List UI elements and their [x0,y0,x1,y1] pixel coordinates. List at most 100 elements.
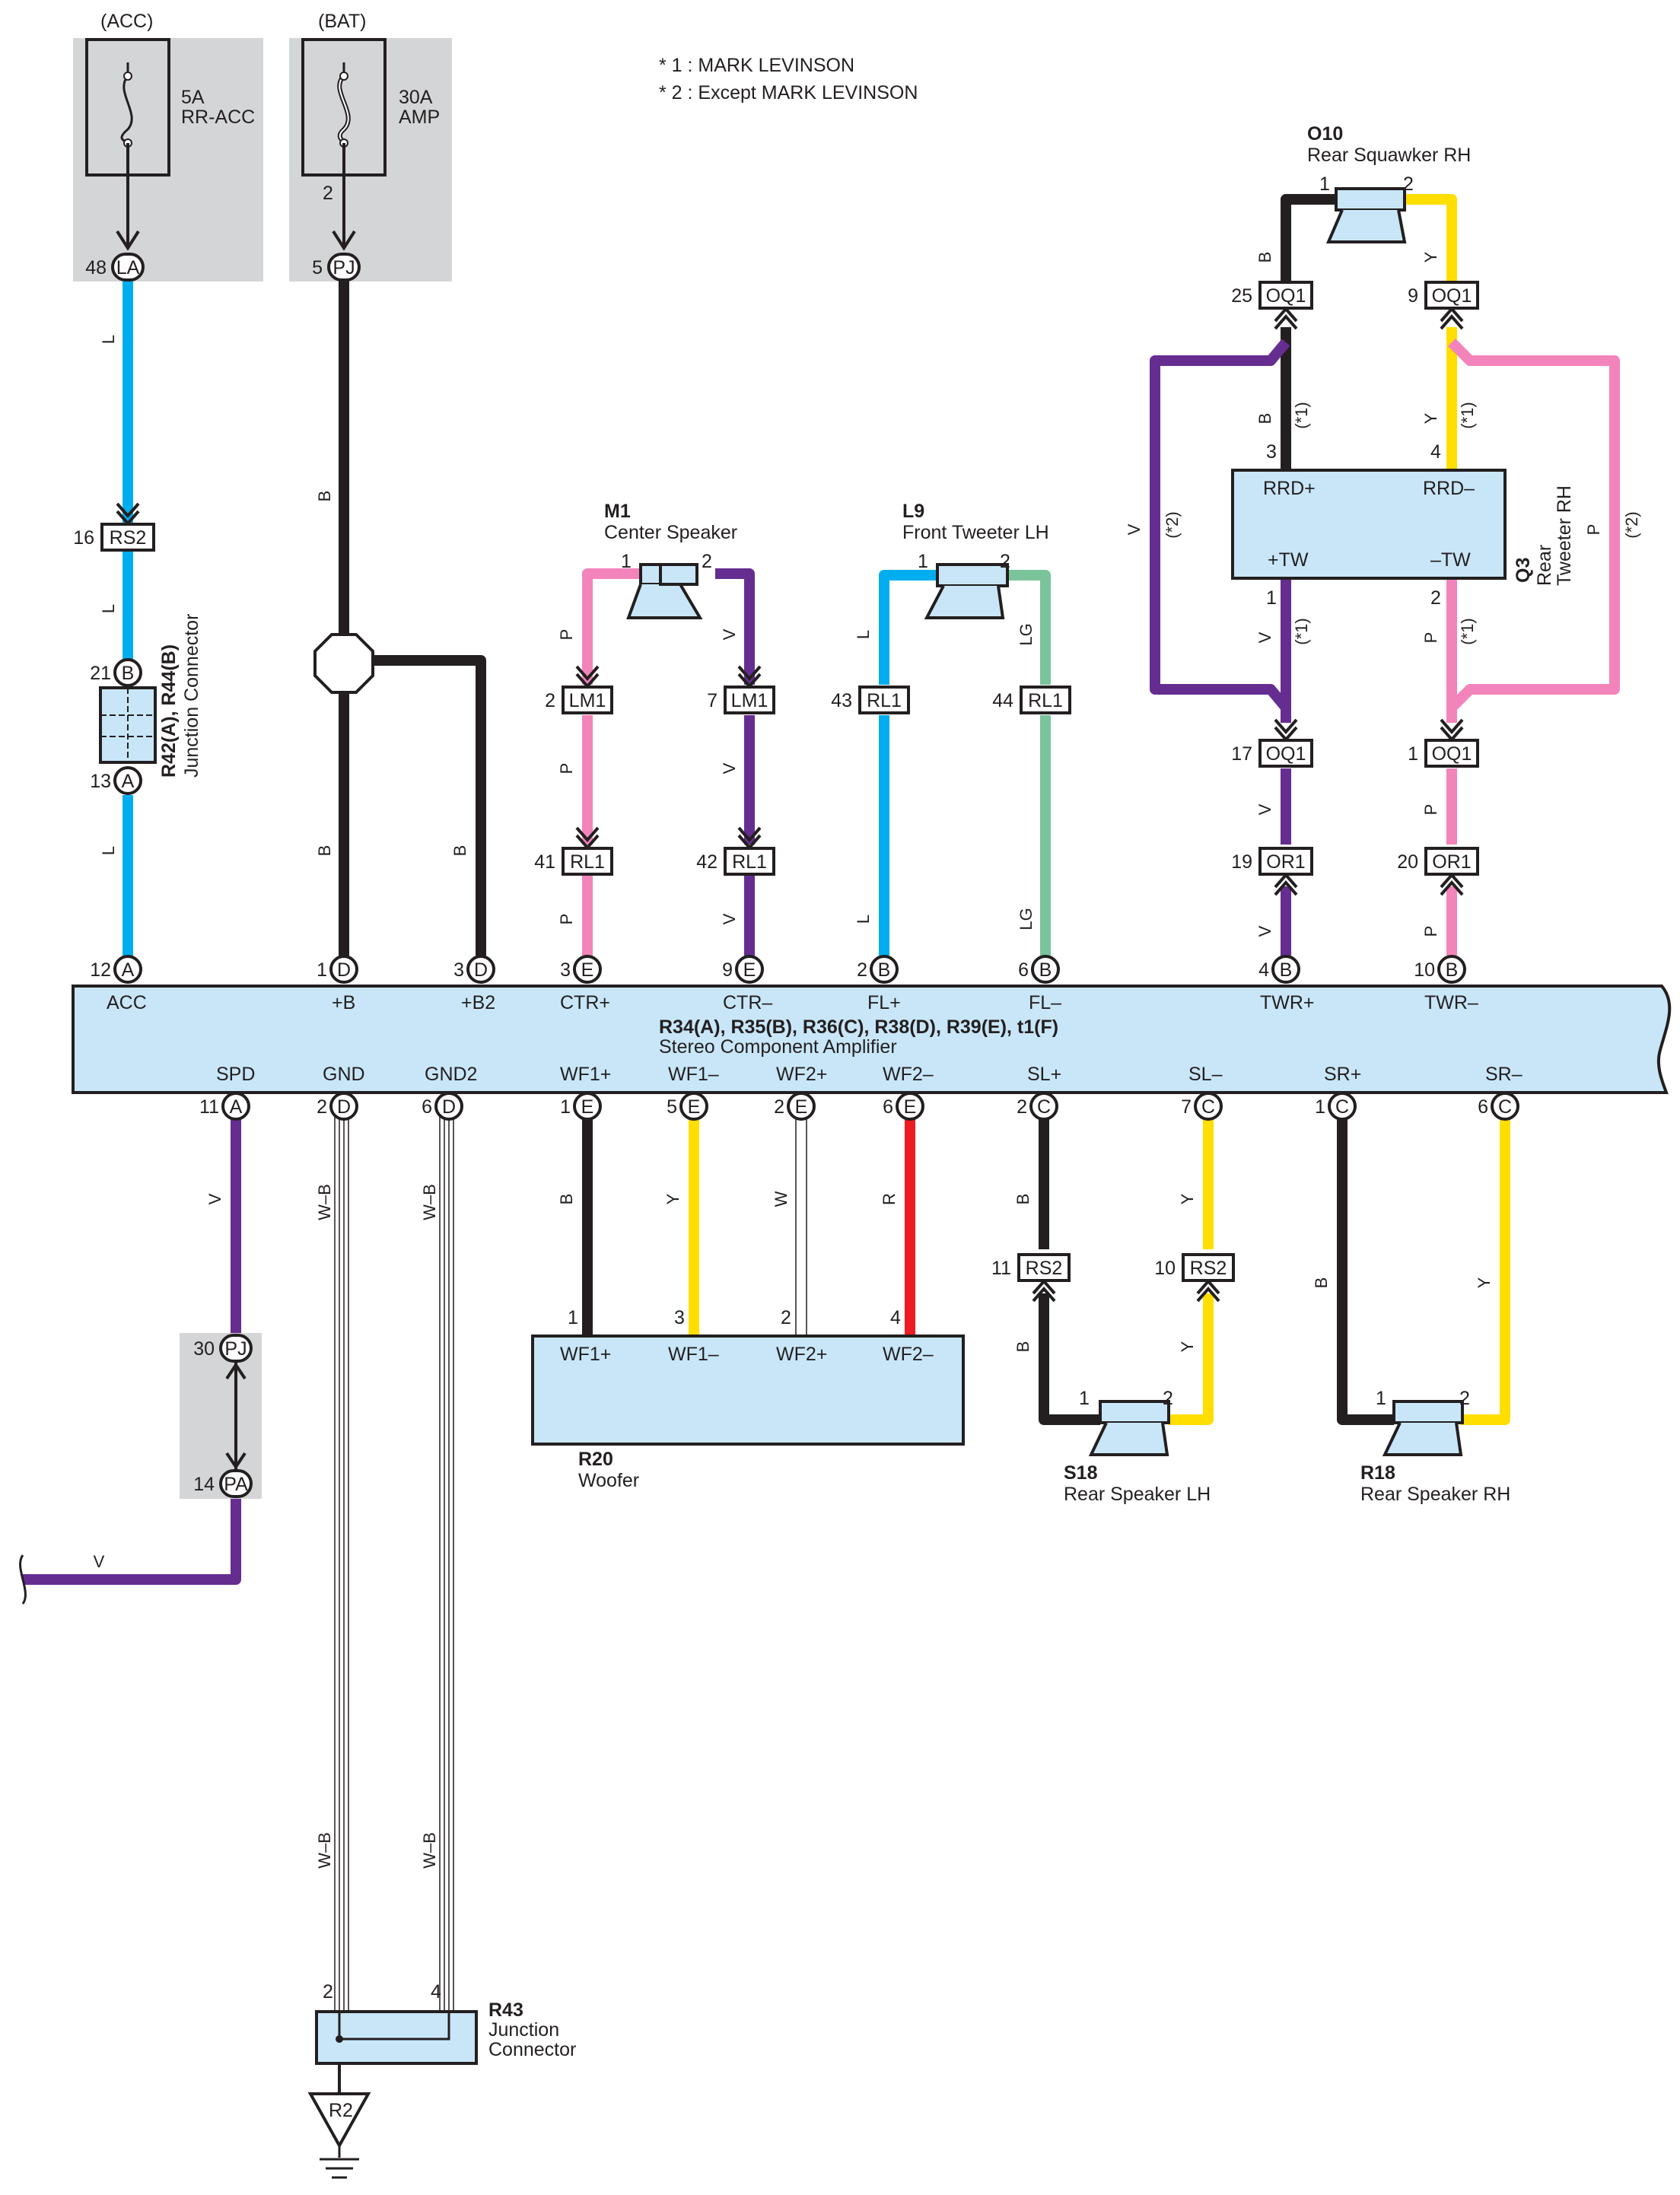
amp-top-term-1-conn: D [337,959,351,981]
amp-top-term-5-pin: 2 [857,959,867,981]
acc-supply-label: (ACC) [100,11,153,32]
note-1: * 1 : MARK LEVINSON [659,55,854,76]
l9-name: Front Tweeter LH [902,522,1049,543]
amp-bot-term-2-pin: 6 [422,1096,432,1118]
woofer-pin-3: 2 [781,1307,791,1328]
woofer-term-1: WF1+ [560,1344,611,1365]
fuse-heavy-icon [337,62,351,148]
wire-label-ctrp-2: P [557,763,576,775]
wire-label-ctrp-3: P [557,914,576,925]
q3-rrd-minus: RRD– [1423,478,1475,499]
wire-label-srp: B [1312,1277,1331,1289]
wire-label-sq-y-1: Y [1421,251,1440,262]
rear-tweeter-rh-box [1231,469,1507,580]
amp-term-fl-plus: FL+ [867,992,901,1013]
wire-label-tw-v-1: V [1255,631,1274,643]
amp-top-term-6-pin: 6 [1018,959,1029,981]
amp-top-term-8-conn: B [1446,959,1459,981]
amp-top-term-7: B4 [1258,955,1300,984]
o10-name: Rear Squawker RH [1307,145,1471,166]
amp-top-term-1-pin: 1 [317,959,327,981]
amp-top-term-4-pin: 9 [722,959,733,981]
conn-rl1-a-label: RL1 [570,851,605,873]
wire-label-ctrm-3: V [720,913,739,924]
amp-term-spd: SPD [216,1064,255,1085]
wire-label-twr-p-2: P [1421,926,1440,937]
conn-pa-spd-pin: 14 [193,1474,215,1495]
wire-label-ctrp-1: P [557,629,576,641]
amp-term-sr-plus: SR+ [1324,1064,1361,1085]
amp-bot-term-0-pin: 11 [199,1096,219,1118]
amp-term-acc: ACC [107,992,147,1013]
q3-pin4: 4 [1430,441,1441,463]
amp-bot-term-2: D6 [422,1092,463,1121]
woofer-pin-1: 1 [568,1307,578,1328]
amp-bot-term-5-conn: E [795,1096,808,1118]
conn-oq1-b-label: OQ1 [1432,285,1472,307]
conn-rs2-sl-a-pin: 11 [991,1258,1011,1279]
amp-top-term-4-conn: E [743,959,756,981]
conn-rs2-acc-pin: 16 [73,527,94,549]
amp-bot-term-5: E2 [774,1092,816,1121]
conn-lm1-a-pin: 2 [545,690,555,711]
conn-oq1-b-pin: 9 [1408,285,1418,307]
wire-label-bat-1: B [315,491,334,502]
conn-r42-b-conn: B [122,663,135,684]
conn-rl1-b-label: RL1 [732,851,767,873]
amp-term-b2: +B2 [461,992,495,1013]
rear-speaker-lh-icon [1088,1400,1170,1456]
rear-speaker-rh-icon [1382,1400,1464,1456]
q3-tw-plus: +TW [1268,549,1309,571]
fuse-acc-rating: 5A [181,87,205,108]
pj-pa-link [225,1362,247,1470]
wire-label-twr-v-1: V [1255,803,1274,815]
wire-label-sq-b-2: B [1255,413,1274,425]
woofer-pin-2: 3 [674,1307,685,1328]
q3-name-2: Tweeter RH [1554,485,1575,586]
amp-top-term-5-conn: B [878,959,891,981]
amp-bot-term-0: A 11 [199,1092,250,1121]
amp-bot-term-10-pin: 6 [1478,1096,1488,1118]
fuse-bat-inner-pin: 2 [323,183,333,204]
amp-bot-term-5-pin: 2 [774,1096,784,1118]
wire-label-flp-2: L [854,915,873,924]
s18-name: Rear Speaker LH [1064,1484,1211,1505]
woofer-box [531,1334,965,1446]
amp-top-term-2-pin: 3 [453,959,464,981]
r43-line2: Connector [488,2039,576,2060]
wire-label-spd-1: V [205,1193,224,1204]
wire-label-twr-v-2: V [1255,925,1274,937]
m1-name: Center Speaker [604,522,737,543]
center-speaker-icon [626,563,703,619]
amp-term-wf2-minus: WF2– [883,1064,934,1085]
wire-label-srm: Y [1475,1277,1494,1288]
r18-code: R18 [1360,1462,1395,1484]
amp-bot-term-6-conn: E [904,1096,917,1118]
conn-r42-b-pin: 21 [90,663,111,684]
amp-top-term-0: A12 [90,955,142,984]
wire-label-wf1m: Y [663,1193,682,1204]
conn-r42-a-conn: A [122,771,135,792]
conn-rl1-c-pin: 43 [831,690,852,711]
q3-code: Q3 [1513,558,1534,583]
amp-top-term-8-pin: 10 [1414,959,1435,981]
amp-bot-term-8: C7 [1181,1092,1223,1121]
amp-codes: R34(A), R35(B), R36(C), R38(D), R39(E), … [659,1016,1058,1038]
amp-bot-term-6-pin: 6 [883,1096,893,1118]
o10-pin1: 1 [1319,173,1330,195]
amp-bot-term-7: C2 [1017,1092,1058,1121]
amp-bot-term-1-conn: D [337,1096,351,1118]
amp-name: Stereo Component Amplifier [659,1036,897,1058]
woofer-code: R20 [578,1449,613,1470]
wire-label-byp-n2-a: (*2) [1163,511,1182,538]
amp-top-term-4: E9 [722,955,764,984]
wire-label-gnd-1: W–B [315,1184,334,1220]
wire-label-ctrm-1: V [720,628,739,640]
conn-oq1-a-pin: 25 [1231,285,1252,307]
amp-bot-term-0-conn: A [230,1096,243,1118]
amp-bot-term-4-pin: 5 [667,1096,677,1118]
wire-label-twr-p-1: P [1421,804,1440,816]
